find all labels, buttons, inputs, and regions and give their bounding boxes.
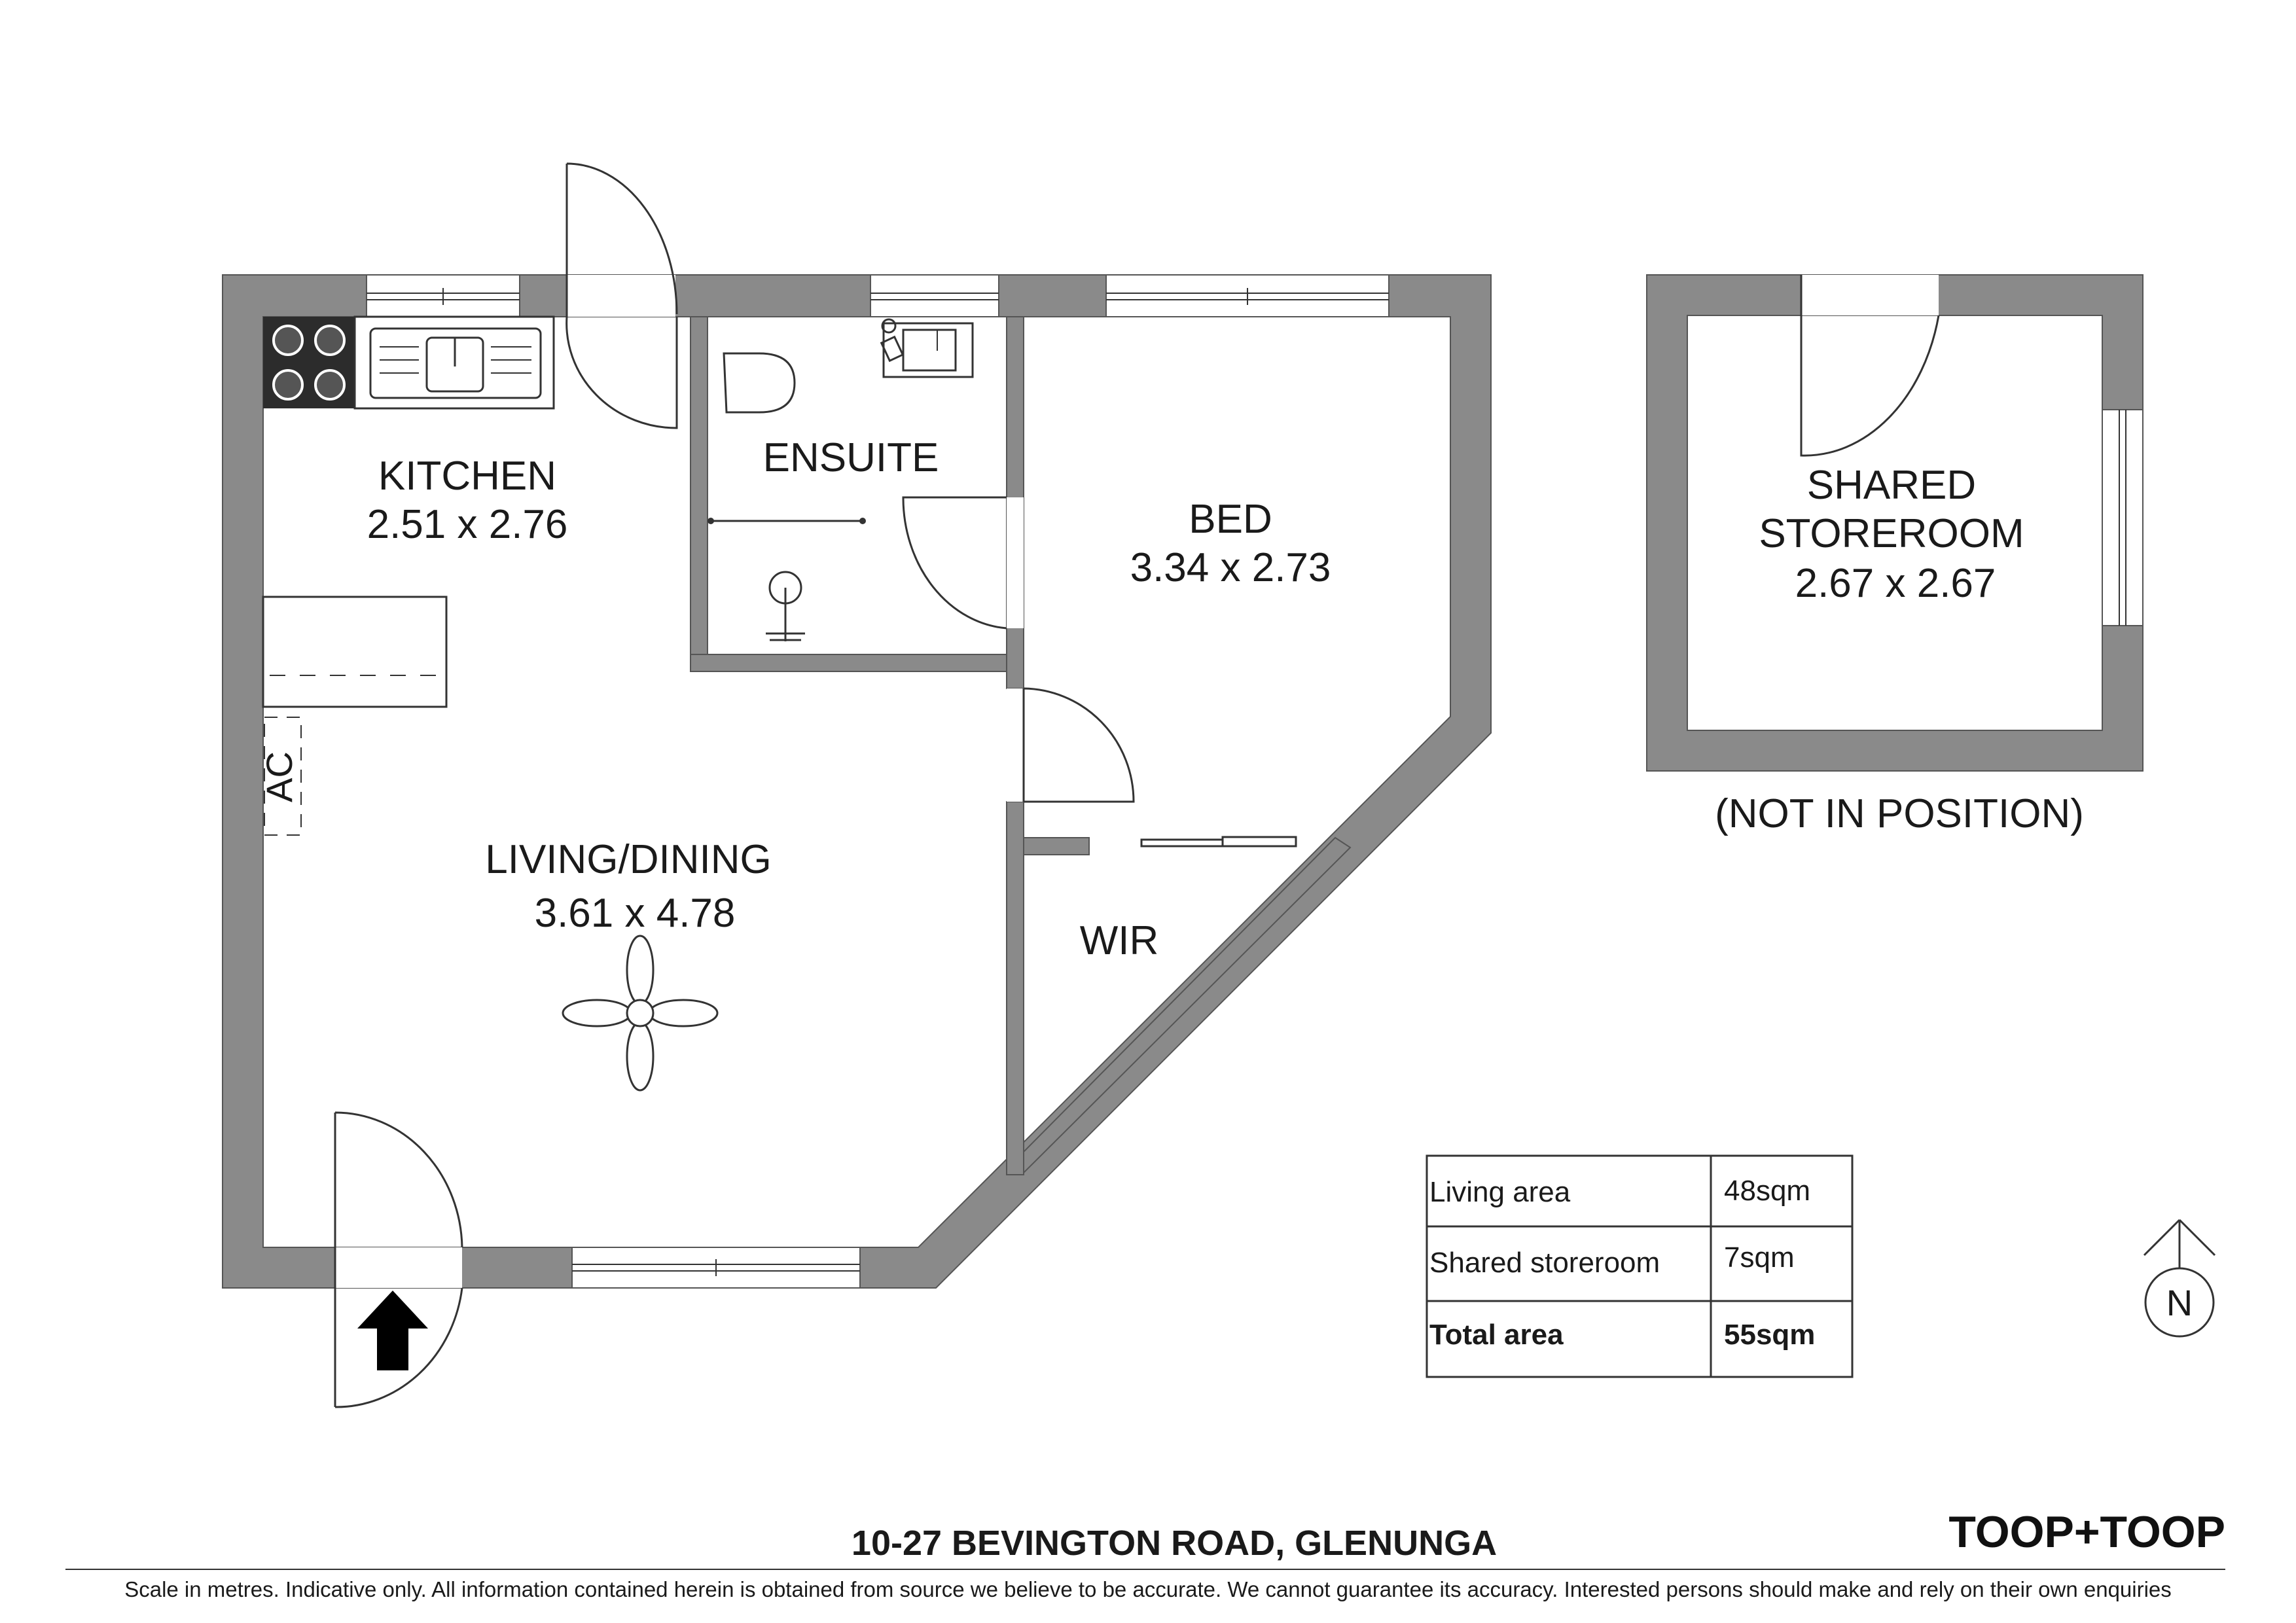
storeroom-note: (NOT IN POSITION) [1715, 791, 2084, 836]
storeroom-dims: 2.67 x 2.67 [1795, 561, 1996, 606]
window-living [571, 1247, 861, 1289]
windows [366, 274, 1390, 1289]
living-name: LIVING/DINING [485, 837, 772, 882]
ceiling-fan [562, 935, 719, 1092]
north-icon: N [2166, 1282, 2193, 1323]
table-row-label: Living area [1429, 1176, 1571, 1208]
ensuite-fixtures [708, 318, 974, 641]
brand-logo: TOOP+TOOP [1948, 1507, 2225, 1557]
room-labels: KITCHEN 2.51 x 2.76 ENSUITE BED 3.34 x 2… [367, 435, 1331, 963]
wir-name: WIR [1080, 918, 1159, 963]
door-kitchen [565, 162, 678, 429]
ac-label: AC [259, 751, 300, 802]
ensuite-name: ENSUITE [763, 435, 939, 480]
address: 10-27 BEVINGTON ROAD, GLENUNGA [852, 1524, 1497, 1563]
door-entry [334, 1111, 463, 1408]
door-storeroom [1800, 275, 1940, 457]
door-wir-sliding [1140, 836, 1297, 847]
entry-arrow-icon [357, 1291, 428, 1370]
compass: N [2143, 1219, 2216, 1338]
table-row-value: 48sqm [1724, 1175, 1810, 1207]
disclaimer: Scale in metres. Indicative only. All in… [124, 1577, 2172, 1601]
kitchen-sink [369, 327, 542, 399]
door-ensuite [902, 496, 1007, 630]
kitchen-bench [262, 596, 448, 708]
door-bed [1022, 687, 1135, 803]
window-ensuite [870, 274, 999, 317]
storeroom: SHARED STOREROOM 2.67 x 2.67 (NOT IN POS… [1646, 274, 2144, 836]
storeroom-name-1: SHARED [1807, 463, 1976, 508]
footer: 10-27 BEVINGTON ROAD, GLENUNGA TOOP+TOOP… [65, 1507, 2225, 1601]
doors [334, 162, 1297, 1408]
kitchen-fixtures: AC [259, 315, 555, 836]
window-bed [1105, 274, 1390, 317]
table-row-value: 7sqm [1724, 1241, 1795, 1274]
living-dims: 3.61 x 4.78 [535, 891, 736, 936]
storeroom-name-2: STOREROOM [1759, 511, 2024, 556]
toilet [723, 352, 796, 414]
apartment-walls [222, 274, 1492, 1289]
ac-unit [264, 717, 302, 836]
kitchen-name: KITCHEN [378, 454, 556, 499]
table-total-value: 55sqm [1724, 1319, 1815, 1351]
kitchen-dims: 2.51 x 2.76 [367, 502, 568, 547]
table-row-label: Shared storeroom [1429, 1247, 1660, 1279]
bed-name: BED [1189, 497, 1272, 542]
area-table: Living area 48sqm Shared storeroom 7sqm … [1426, 1154, 1854, 1378]
table-total-label: Total area [1429, 1319, 1564, 1351]
bed-dims: 3.34 x 2.73 [1130, 545, 1331, 590]
window-kitchen [366, 274, 520, 317]
vanity [882, 322, 974, 378]
